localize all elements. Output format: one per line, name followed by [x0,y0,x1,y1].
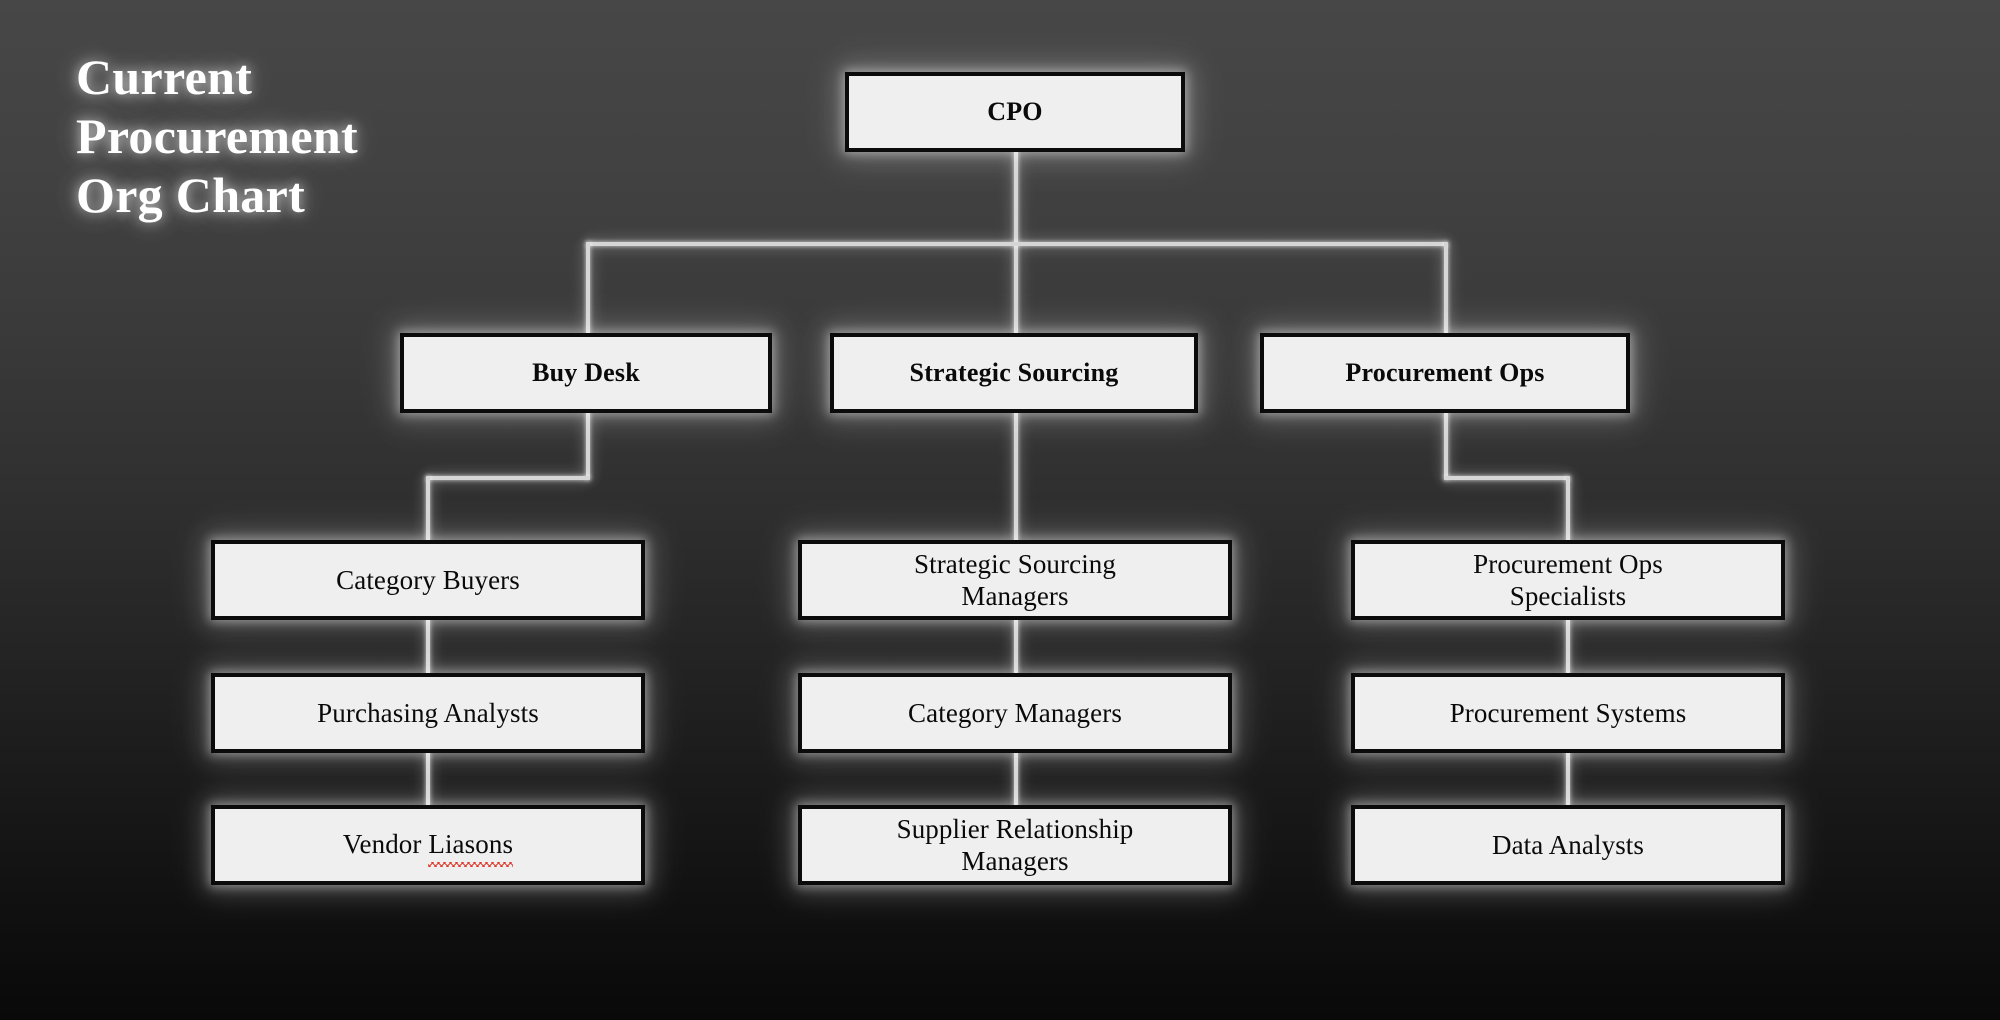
node-data-analysts[interactable]: Data Analysts [1351,805,1785,885]
node-data-analysts-label: Data Analysts [1491,829,1645,860]
node-cpo-label: CPO [987,97,1043,127]
node-buy-desk-label: Buy Desk [532,358,640,388]
connector-jog-to-category-buyers [426,476,430,542]
node-procurement-ops-specialists-label: Procurement Ops Specialists [1473,548,1663,611]
node-procurement-systems-label: Procurement Systems [1449,697,1687,728]
node-vendor-liasons-prefix: Vendor [342,829,429,860]
node-strategic-sourcing-managers[interactable]: Strategic Sourcing Managers [798,540,1232,620]
node-category-managers[interactable]: Category Managers [798,673,1232,753]
connector-category-buyers-to-purchasing-analysts [426,618,430,675]
node-category-buyers[interactable]: Category Buyers [211,540,645,620]
node-buy-desk[interactable]: Buy Desk [400,333,772,413]
node-cpo[interactable]: CPO [845,72,1185,152]
node-category-buyers-label: Category Buyers [336,564,520,595]
connector-procurement-systems-to-data-analysts [1566,751,1570,807]
connector-bus-to-buy-desk [586,242,590,335]
node-strategic-sourcing-label: Strategic Sourcing [909,358,1119,388]
connector-buy-desk-drop [586,411,590,480]
node-category-managers-label: Category Managers [908,697,1122,728]
connector-jog-to-ops-specialists [1566,476,1570,542]
node-purchasing-analysts-label: Purchasing Analysts [317,697,539,728]
page-title: Current Procurement Org Chart [76,49,358,223]
node-supplier-relationship-managers-label: Supplier Relationship Managers [896,813,1134,876]
connector-procurement-ops-jog [1444,476,1570,480]
connector-ops-specialists-to-procurement-systems [1566,618,1570,675]
node-procurement-ops[interactable]: Procurement Ops [1260,333,1630,413]
node-purchasing-analysts[interactable]: Purchasing Analysts [211,673,645,753]
misspelled-word-liasons: Liasons [428,828,513,868]
node-supplier-relationship-managers[interactable]: Supplier Relationship Managers [798,805,1232,885]
connector-buy-desk-jog [426,476,590,480]
connector-ssm-to-category-managers [1014,618,1018,675]
node-strategic-sourcing-managers-label: Strategic Sourcing Managers [913,548,1116,611]
connector-level2-bus [586,242,1448,246]
connector-category-managers-to-srm [1014,751,1018,807]
node-procurement-ops-specialists[interactable]: Procurement Ops Specialists [1351,540,1785,620]
node-procurement-ops-label: Procurement Ops [1345,358,1545,388]
node-procurement-systems[interactable]: Procurement Systems [1351,673,1785,753]
node-vendor-liasons-label: Vendor Liasons [215,828,641,868]
connector-strategic-sourcing-to-managers [1014,411,1018,542]
connector-bus-to-procurement-ops [1444,242,1448,335]
node-vendor-liasons[interactable]: Vendor Liasons [211,805,645,885]
connector-purchasing-analysts-to-vendor-liasons [426,751,430,807]
connector-procurement-ops-drop [1444,411,1448,480]
node-strategic-sourcing[interactable]: Strategic Sourcing [830,333,1198,413]
